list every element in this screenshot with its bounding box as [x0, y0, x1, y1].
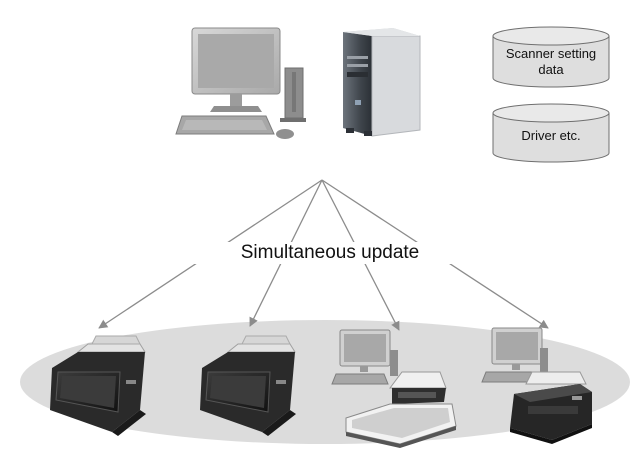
desktop-computer-icon — [331, 329, 398, 385]
tower-server-icon — [343, 28, 421, 137]
scanner-setting-data-label: Scanner setting data — [505, 46, 597, 77]
diagram-caption: Simultaneous update — [190, 242, 470, 264]
network-scanner-icon — [200, 335, 296, 436]
network-scanner-icon — [50, 335, 146, 436]
driver-label: Driver etc. — [521, 128, 581, 143]
desktop-computer-icon — [175, 27, 306, 139]
desktop-computer-icon — [481, 327, 548, 383]
network-group-ellipse — [20, 320, 630, 444]
driver-cylinder — [492, 103, 610, 163]
scanner-setting-data-cylinder — [492, 26, 610, 88]
sheetfed-scanner-icon — [510, 371, 592, 444]
flatbed-scanner-icon — [345, 371, 457, 448]
